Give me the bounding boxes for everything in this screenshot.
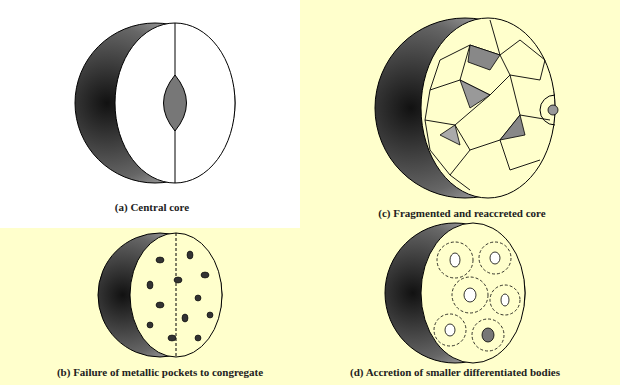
panel-caption: (b) Failure of metallic pockets to congr…	[57, 366, 263, 378]
panel-caption: (d) Accretion of smaller differentiated …	[350, 366, 560, 378]
sphere-d	[385, 223, 525, 363]
sphere-c	[375, 18, 558, 198]
panel-caption: (c) Fragmented and reaccreted core	[378, 207, 545, 219]
panel-caption: (a) Central core	[115, 201, 189, 213]
sphere-a	[75, 23, 235, 183]
sphere-b	[98, 233, 222, 357]
